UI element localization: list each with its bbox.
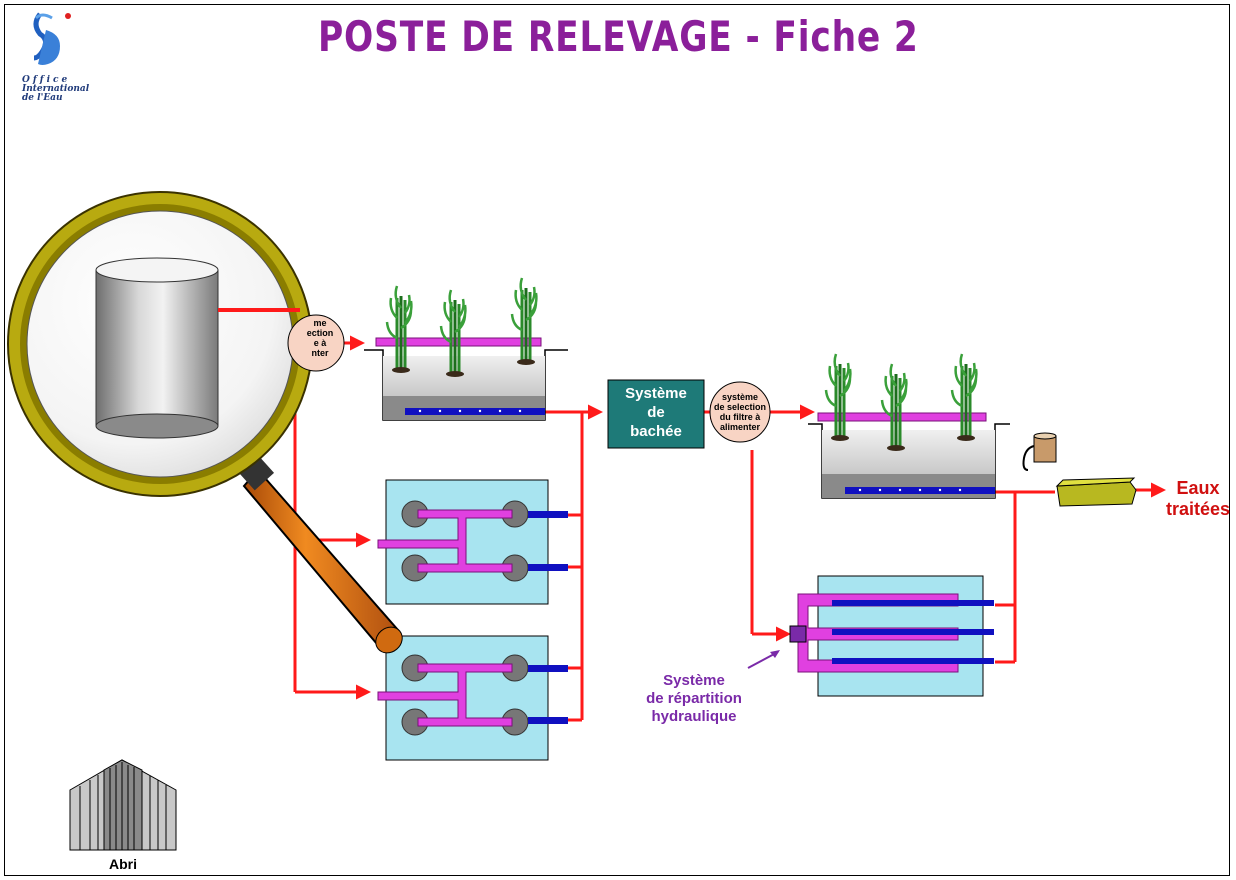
bachee-line-1: Système <box>625 385 687 402</box>
planted-filter-box-2 <box>377 635 568 761</box>
selection-right-line-3: du filtre à <box>719 412 761 422</box>
planted-filter-box-right <box>789 575 994 697</box>
selection-left-line-4: nter <box>311 348 329 358</box>
slide-frame <box>4 4 1230 876</box>
selection-left-line-3: e à <box>313 338 327 348</box>
bachee-system-box <box>607 379 705 449</box>
selection-right-line-1: système <box>721 392 759 402</box>
sampler-icon <box>1022 432 1057 471</box>
selection-right-label: système de selection du filtre à aliment… <box>712 392 768 432</box>
selection-left-line-2: ection <box>306 328 334 338</box>
bachee-line-2: de <box>647 404 665 421</box>
reed-bed-filter-right <box>808 352 1010 499</box>
planted-filter-box-1 <box>377 479 568 605</box>
selection-system-left <box>287 314 345 372</box>
shelter-icon <box>69 759 177 851</box>
repartition-label: Système de répartition hydraulique <box>626 672 762 726</box>
shelter-label: Abri <box>109 856 137 872</box>
bachee-label: Système de bachée <box>608 384 704 441</box>
reed-bed-filter-left <box>364 276 568 421</box>
oie-logo <box>33 12 71 65</box>
outlet-channel <box>1055 477 1137 507</box>
selection-right-line-2: de selection <box>713 402 767 412</box>
logo-line-1: Office <box>22 75 71 85</box>
page-title: POSTE DE RELEVAGE - Fiche 2 <box>318 12 919 61</box>
selection-left-line-1: me <box>313 318 327 328</box>
selection-system-right <box>709 381 771 443</box>
logo-line-2: International <box>22 84 90 94</box>
logo-line-3: de l'Eau <box>22 93 63 103</box>
bachee-line-3: bachée <box>630 423 682 440</box>
logo-text: Office International de l'Eau <box>22 76 89 103</box>
outlet-line-2: traitées <box>1166 499 1231 519</box>
outlet-label: Eaux traitées <box>1166 478 1230 520</box>
repartition-line-3: hydraulique <box>651 708 737 725</box>
magnifying-glass <box>7 191 403 654</box>
repartition-line-2: de répartition <box>646 690 742 707</box>
selection-right-line-4: alimenter <box>719 422 761 432</box>
repartition-line-1: Système <box>663 672 725 689</box>
outlet-line-1: Eaux <box>1176 478 1220 498</box>
red-pipework-left <box>222 308 1166 722</box>
selection-left-label: me ection e à nter <box>300 318 340 358</box>
